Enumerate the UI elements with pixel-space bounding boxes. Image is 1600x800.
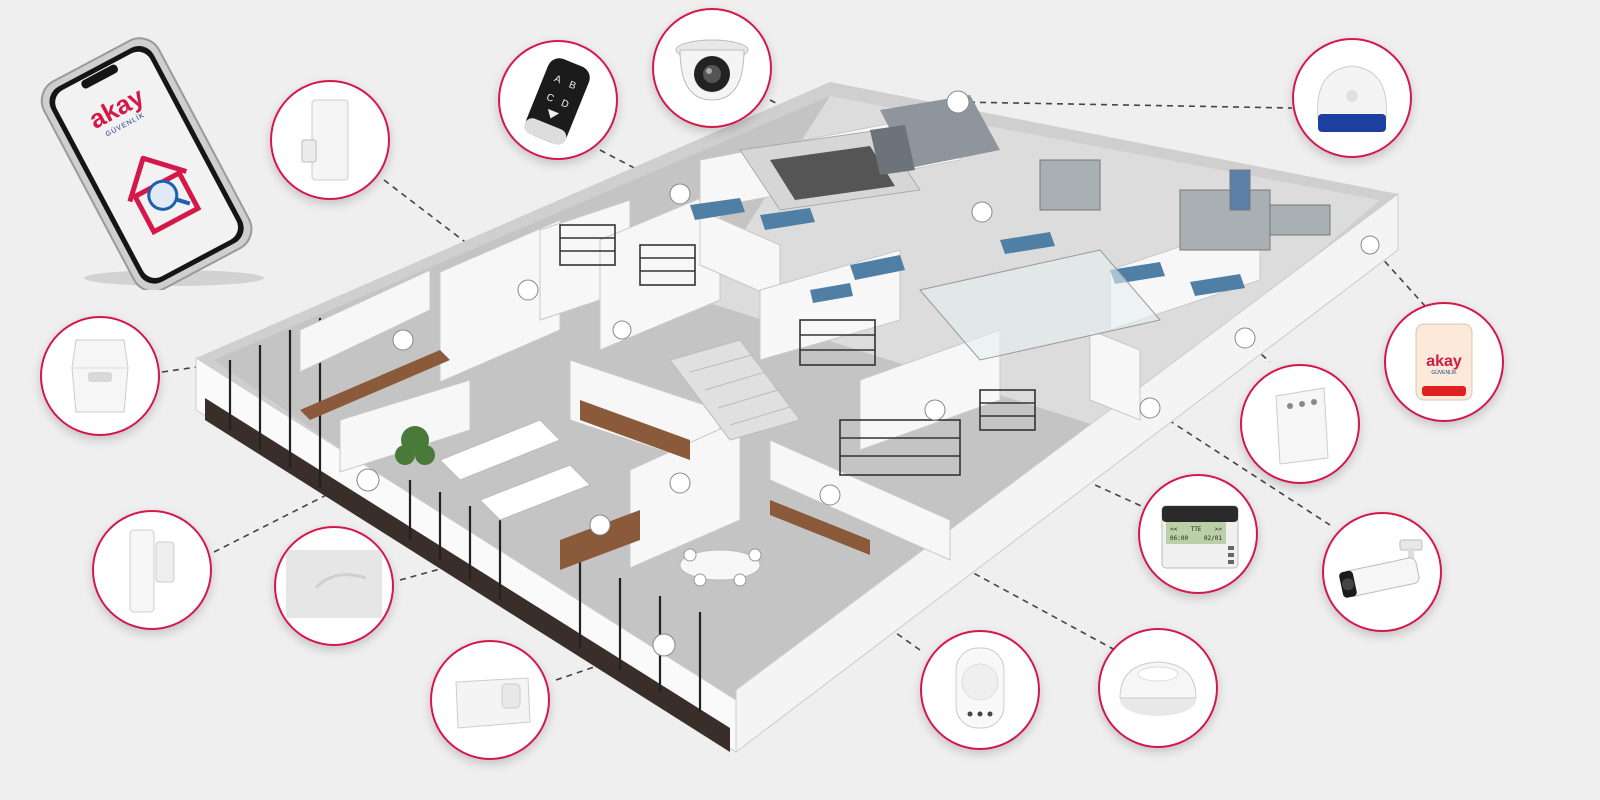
meeting-table: [679, 548, 762, 587]
lcd-line1-left: <<: [1170, 526, 1178, 533]
key-c-label: C: [545, 92, 556, 105]
magnetic-contact-circle: [92, 510, 212, 630]
lcd-line2-right: 02/01: [1204, 535, 1222, 542]
indoor-siren-circle: [1292, 38, 1412, 158]
smoke-detector-circle: [1098, 628, 1218, 748]
magnetic-contact-icon: [129, 529, 175, 613]
dome-camera-icon: [675, 39, 749, 101]
glass-break-circle: [274, 526, 394, 646]
key-d-label: D: [559, 98, 570, 111]
lcd-keypad-circle: << TTE >> 06:00 02/01: [1138, 474, 1258, 594]
indoor-siren-icon: [1317, 65, 1387, 132]
heat-detector-icon: [455, 677, 531, 729]
connector-door-contact: [383, 179, 529, 291]
front-wall-skirting: [205, 398, 730, 752]
gas-detector-icon: [955, 647, 1005, 729]
potted-plant: [395, 426, 435, 465]
glass-break-sensor-icon: [286, 550, 382, 618]
remote-keyfob-circle: A B C D: [498, 40, 618, 160]
delivery-van: [870, 95, 1000, 175]
office-desks: [439, 419, 591, 521]
outdoor-siren-circle: akay GÜVENLİK: [1384, 302, 1504, 422]
connector-bullet-camera: [1149, 407, 1331, 526]
heat-detector-circle: [430, 640, 550, 760]
gas-detector-circle: [920, 630, 1040, 750]
wireless-module-icon: [1275, 387, 1329, 465]
outdoor-siren-icon: akay GÜVENLİK: [1415, 323, 1473, 401]
staircase: [669, 339, 801, 441]
dome-camera-circle: [652, 8, 772, 128]
siren-logo-text: akay: [1426, 353, 1462, 370]
wireless-module-circle: [1240, 364, 1360, 484]
door-contact-icon: [301, 99, 349, 181]
remote-keyfob-icon: A B C D: [524, 58, 590, 145]
key-b-label: B: [567, 79, 578, 92]
device-markers: [356, 90, 1380, 657]
pir-detector-circle: [40, 316, 160, 436]
key-a-label: A: [552, 74, 563, 87]
lcd-line1-mid: TTE: [1191, 526, 1202, 533]
pir-detector-icon: [71, 339, 129, 413]
bullet-camera-circle: [1322, 512, 1442, 632]
lab-benches: [690, 198, 1245, 303]
shelving-units: [559, 224, 1036, 476]
wood-counters: [300, 350, 870, 570]
connector-indoor-siren: [957, 101, 1293, 109]
bullet-camera-icon: [1339, 539, 1423, 598]
door-contact-circle: [270, 80, 390, 200]
lcd-keypad-icon: << TTE >> 06:00 02/01: [1161, 505, 1239, 569]
smoke-detector-icon: [1119, 661, 1197, 716]
siren-logo-subtext: GÜVENLİK: [1431, 369, 1457, 376]
glass-lab-enclosure: [919, 249, 1161, 361]
smartphone-app-icon: akay GÜVENLİK: [24, 30, 264, 293]
lcd-line2-left: 06:00: [1170, 535, 1188, 542]
home-shield-icon: [127, 155, 202, 236]
lcd-line1-right: >>: [1215, 526, 1223, 533]
industrial-machinery: [1039, 159, 1331, 251]
